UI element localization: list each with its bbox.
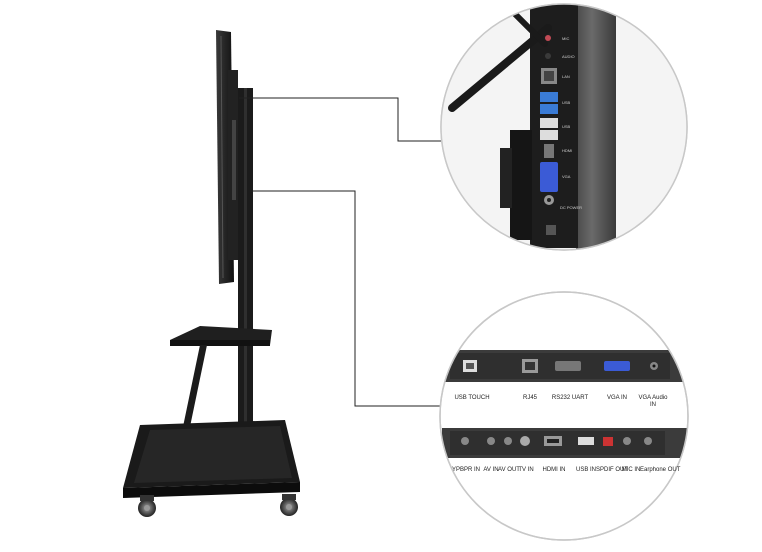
port-label-mic-in: MIC IN bbox=[621, 467, 641, 473]
side-label-lan: LAN bbox=[562, 74, 570, 79]
side-label-audio: AUDIO bbox=[562, 54, 575, 59]
side-label-hdmi: HDMI bbox=[562, 148, 573, 153]
callout-lines bbox=[239, 97, 442, 407]
side-label-mic: MIC bbox=[562, 36, 570, 41]
display-side bbox=[216, 30, 238, 284]
side-label-vga: VGA bbox=[562, 174, 571, 179]
port-label-rj45: RJ45 bbox=[522, 395, 537, 401]
port-label-av-in: AV IN bbox=[483, 467, 499, 473]
port-label-vga-in: VGA IN bbox=[606, 395, 627, 401]
port-label-tv-in: TV IN bbox=[518, 467, 534, 473]
stand-base bbox=[123, 420, 300, 498]
bottom-port-closeup bbox=[442, 350, 687, 458]
caster-wheels bbox=[138, 494, 298, 517]
port-label-spdif-out: SPDIF OUT bbox=[596, 467, 629, 473]
side-label-usb-1: USB bbox=[562, 100, 571, 105]
port-label-ypbpr-in: YPBPR IN bbox=[452, 467, 481, 473]
port-label-earphone-out: Earphone OUT bbox=[640, 467, 681, 473]
side-label-dc-power: DC POWER bbox=[560, 205, 582, 210]
port-label-vga-audio-in: VGA Audio IN bbox=[638, 395, 668, 408]
port-label-usb-in: USB IN bbox=[575, 467, 596, 473]
port-label-av-out: AV OUT bbox=[498, 467, 520, 473]
side-port-closeup bbox=[441, 4, 687, 250]
port-label-rs232: RS232 UART bbox=[551, 395, 589, 401]
side-label-usb-2: USB bbox=[562, 124, 571, 129]
port-label-usb-touch: USB TOUCH bbox=[454, 395, 490, 401]
port-label-hdmi-in: HDMI IN bbox=[542, 467, 566, 473]
